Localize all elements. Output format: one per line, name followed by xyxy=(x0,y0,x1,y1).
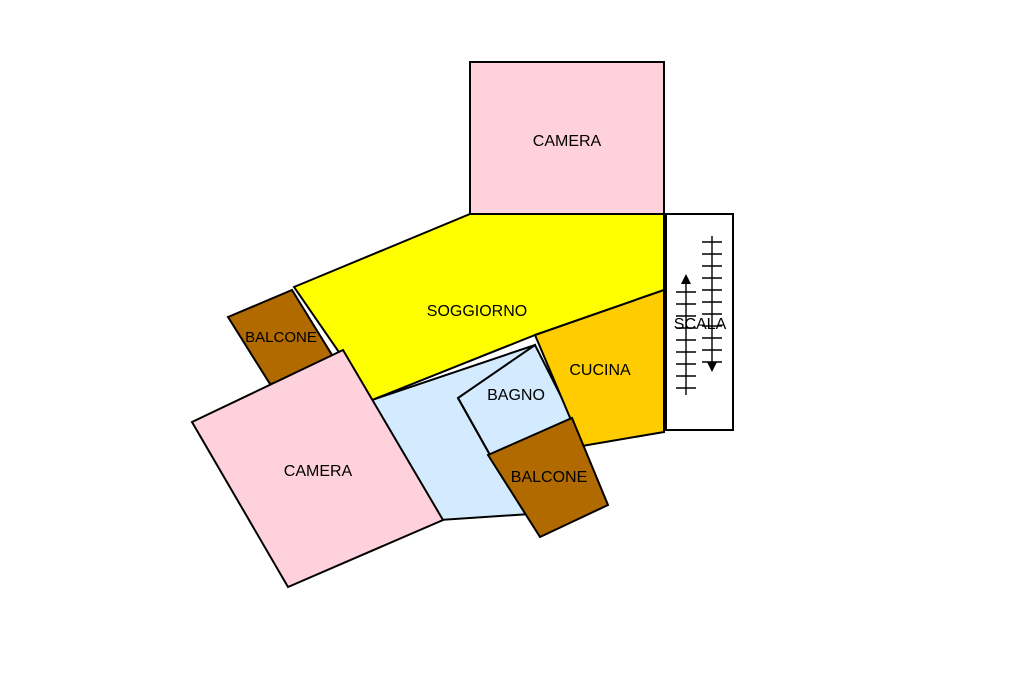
label-soggiorno: SOGGIORNO xyxy=(427,303,527,320)
label-balcone-left: BALCONE xyxy=(245,329,317,346)
label-bagno: BAGNO xyxy=(487,387,545,404)
room-camera-bottom xyxy=(190,348,445,589)
label-camera-bottom: CAMERA xyxy=(284,463,353,480)
stair-arrow-up-icon xyxy=(681,274,691,284)
partition-line xyxy=(457,397,491,456)
label-cucina: CUCINA xyxy=(569,362,631,379)
label-camera-top: CAMERA xyxy=(533,133,602,150)
stair-symbol xyxy=(676,236,722,395)
stair-arrow-down-icon xyxy=(707,362,717,372)
label-balcone-bottom: BALCONE xyxy=(511,469,587,486)
room-camera-top xyxy=(469,61,665,215)
room-cucina xyxy=(533,288,665,448)
room-balcone-bottom xyxy=(486,416,610,539)
label-scala: SCALA xyxy=(674,316,727,333)
